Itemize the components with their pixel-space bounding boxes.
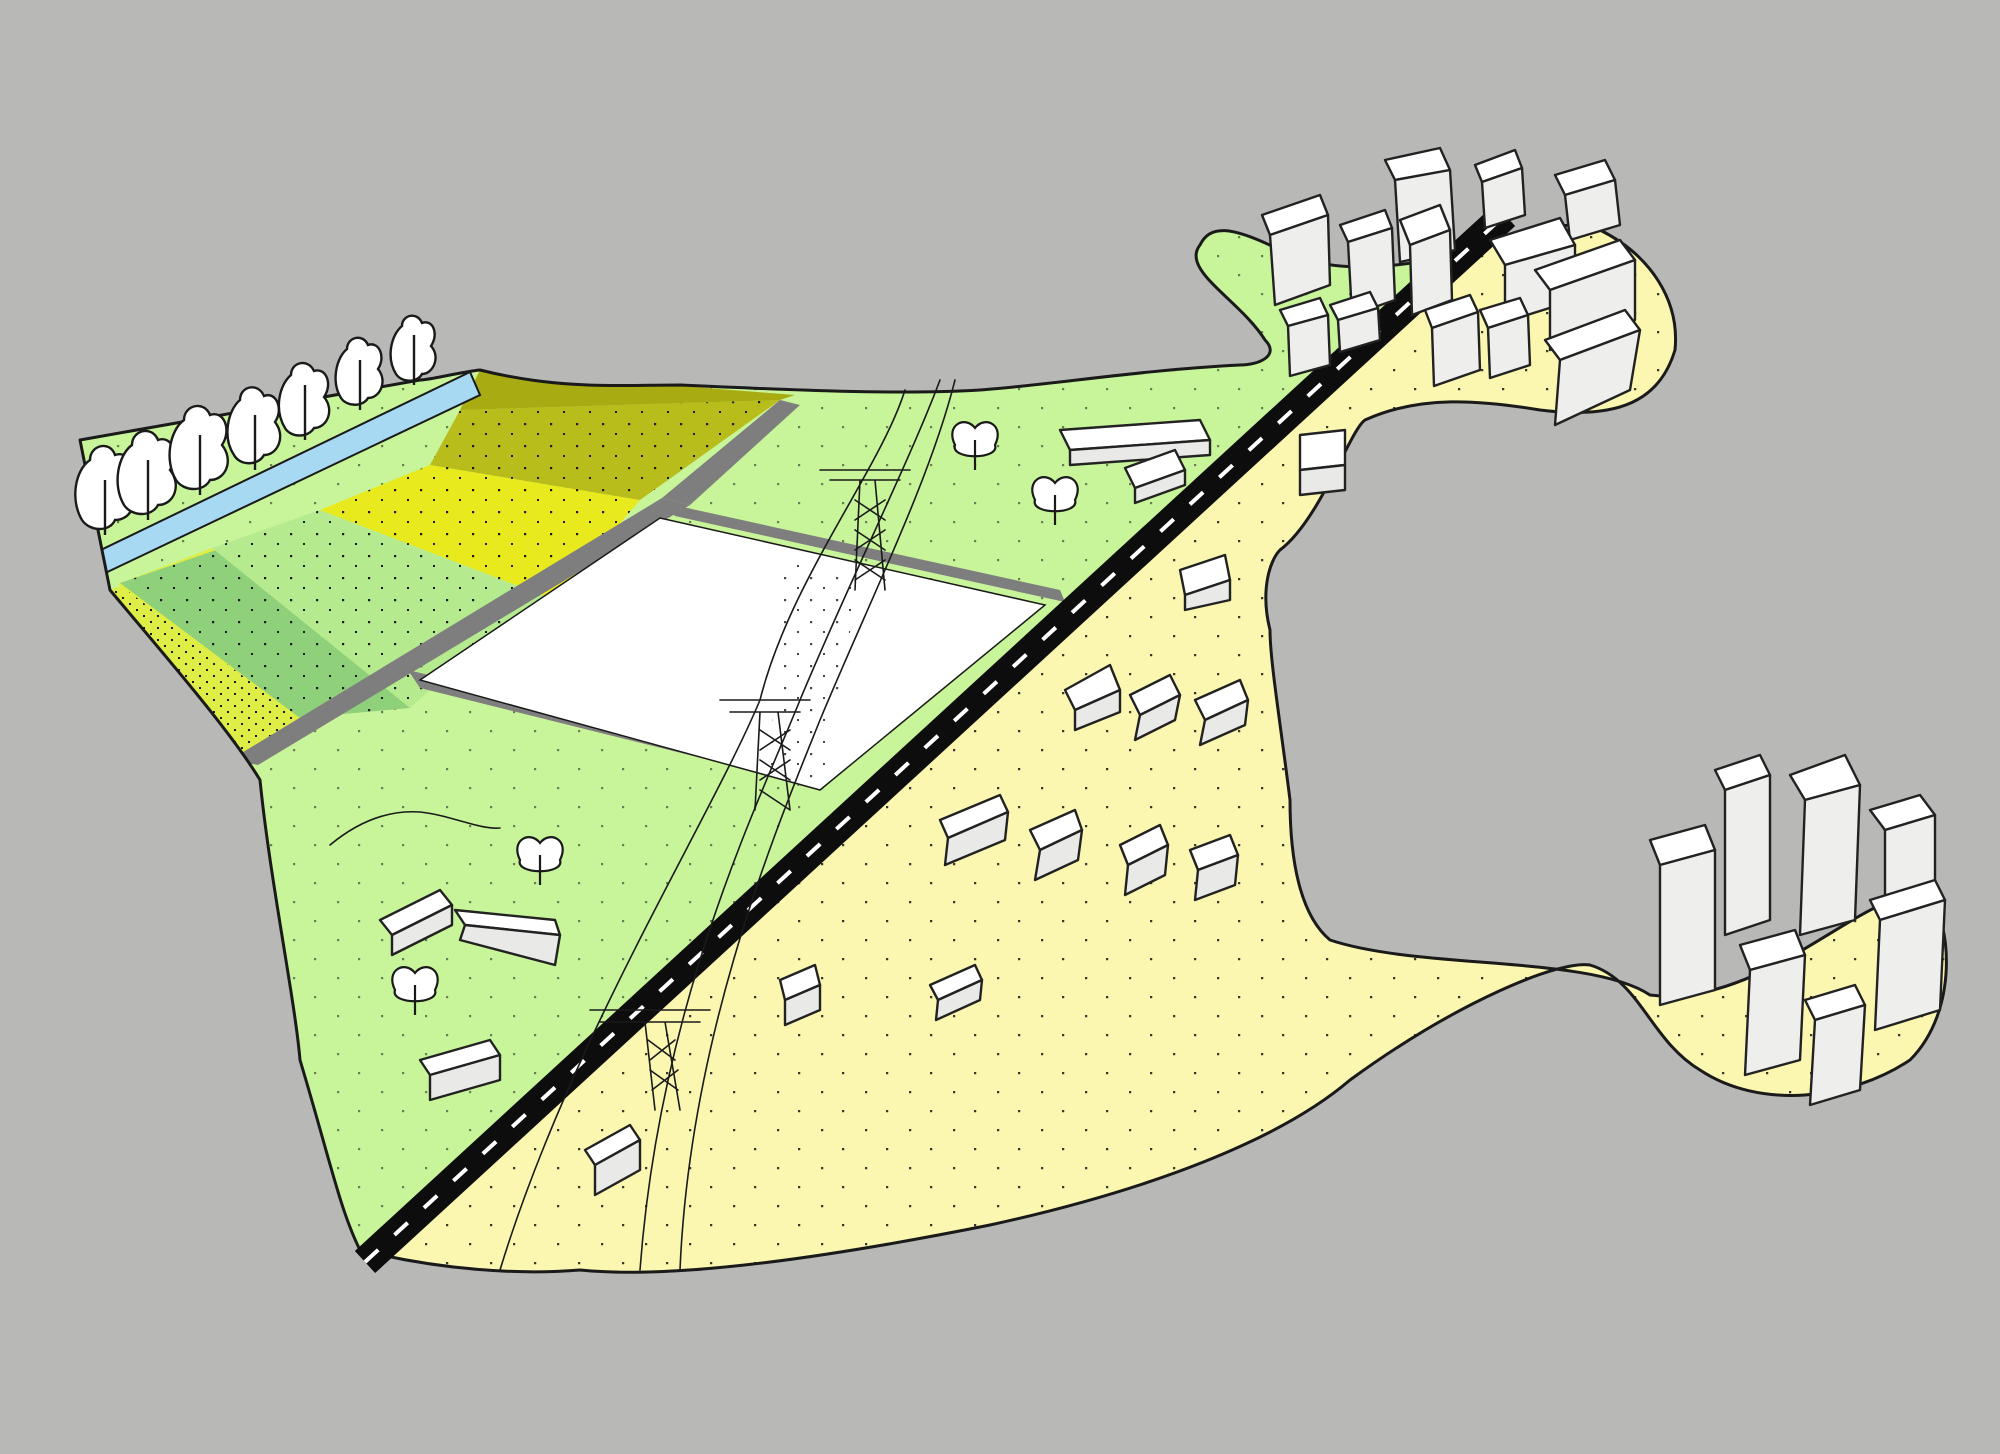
tower <box>1473 148 1527 230</box>
house <box>928 963 984 1022</box>
house <box>938 793 1010 867</box>
pylon <box>819 469 911 591</box>
tree <box>168 404 229 495</box>
house <box>1193 678 1250 747</box>
highway <box>354 203 1516 1274</box>
shrubs <box>391 421 1079 1015</box>
tree-row <box>74 314 437 535</box>
house <box>1028 808 1084 882</box>
tree <box>334 336 384 410</box>
tree <box>389 314 437 385</box>
house <box>1118 823 1170 897</box>
house <box>778 963 822 1027</box>
tower <box>1478 296 1532 380</box>
meadow-buildings <box>378 418 1212 1102</box>
pylons <box>589 469 911 1111</box>
tree <box>277 361 331 440</box>
pylon <box>589 1009 711 1111</box>
sketch-strokes <box>329 810 501 846</box>
house <box>1178 553 1232 612</box>
tower <box>1328 290 1382 354</box>
river <box>80 370 482 587</box>
house <box>1128 673 1182 742</box>
building <box>1123 448 1187 505</box>
building <box>453 908 562 967</box>
tower <box>1423 293 1482 388</box>
suburb-houses <box>583 428 1347 1197</box>
high-rise-cluster-north <box>1260 146 1642 427</box>
tower <box>1738 928 1807 1077</box>
tower <box>1543 308 1642 427</box>
tower <box>1553 158 1622 242</box>
tower <box>1648 823 1717 1007</box>
house <box>1188 833 1240 902</box>
pylon <box>719 699 811 811</box>
tree <box>116 429 177 520</box>
power-lines <box>499 379 956 1271</box>
tower <box>1803 983 1867 1107</box>
high-rise-cluster-south <box>1648 753 1947 1107</box>
tower <box>1788 753 1862 937</box>
building <box>418 1038 502 1102</box>
tower <box>1278 296 1332 378</box>
tower <box>1338 208 1397 317</box>
building <box>378 888 454 957</box>
tower <box>1868 878 1947 1032</box>
tree <box>226 386 282 470</box>
house <box>1063 663 1122 732</box>
tower <box>1713 753 1772 937</box>
building <box>1058 418 1212 467</box>
house <box>583 1123 642 1197</box>
tower <box>1260 193 1332 307</box>
house <box>1298 428 1347 497</box>
